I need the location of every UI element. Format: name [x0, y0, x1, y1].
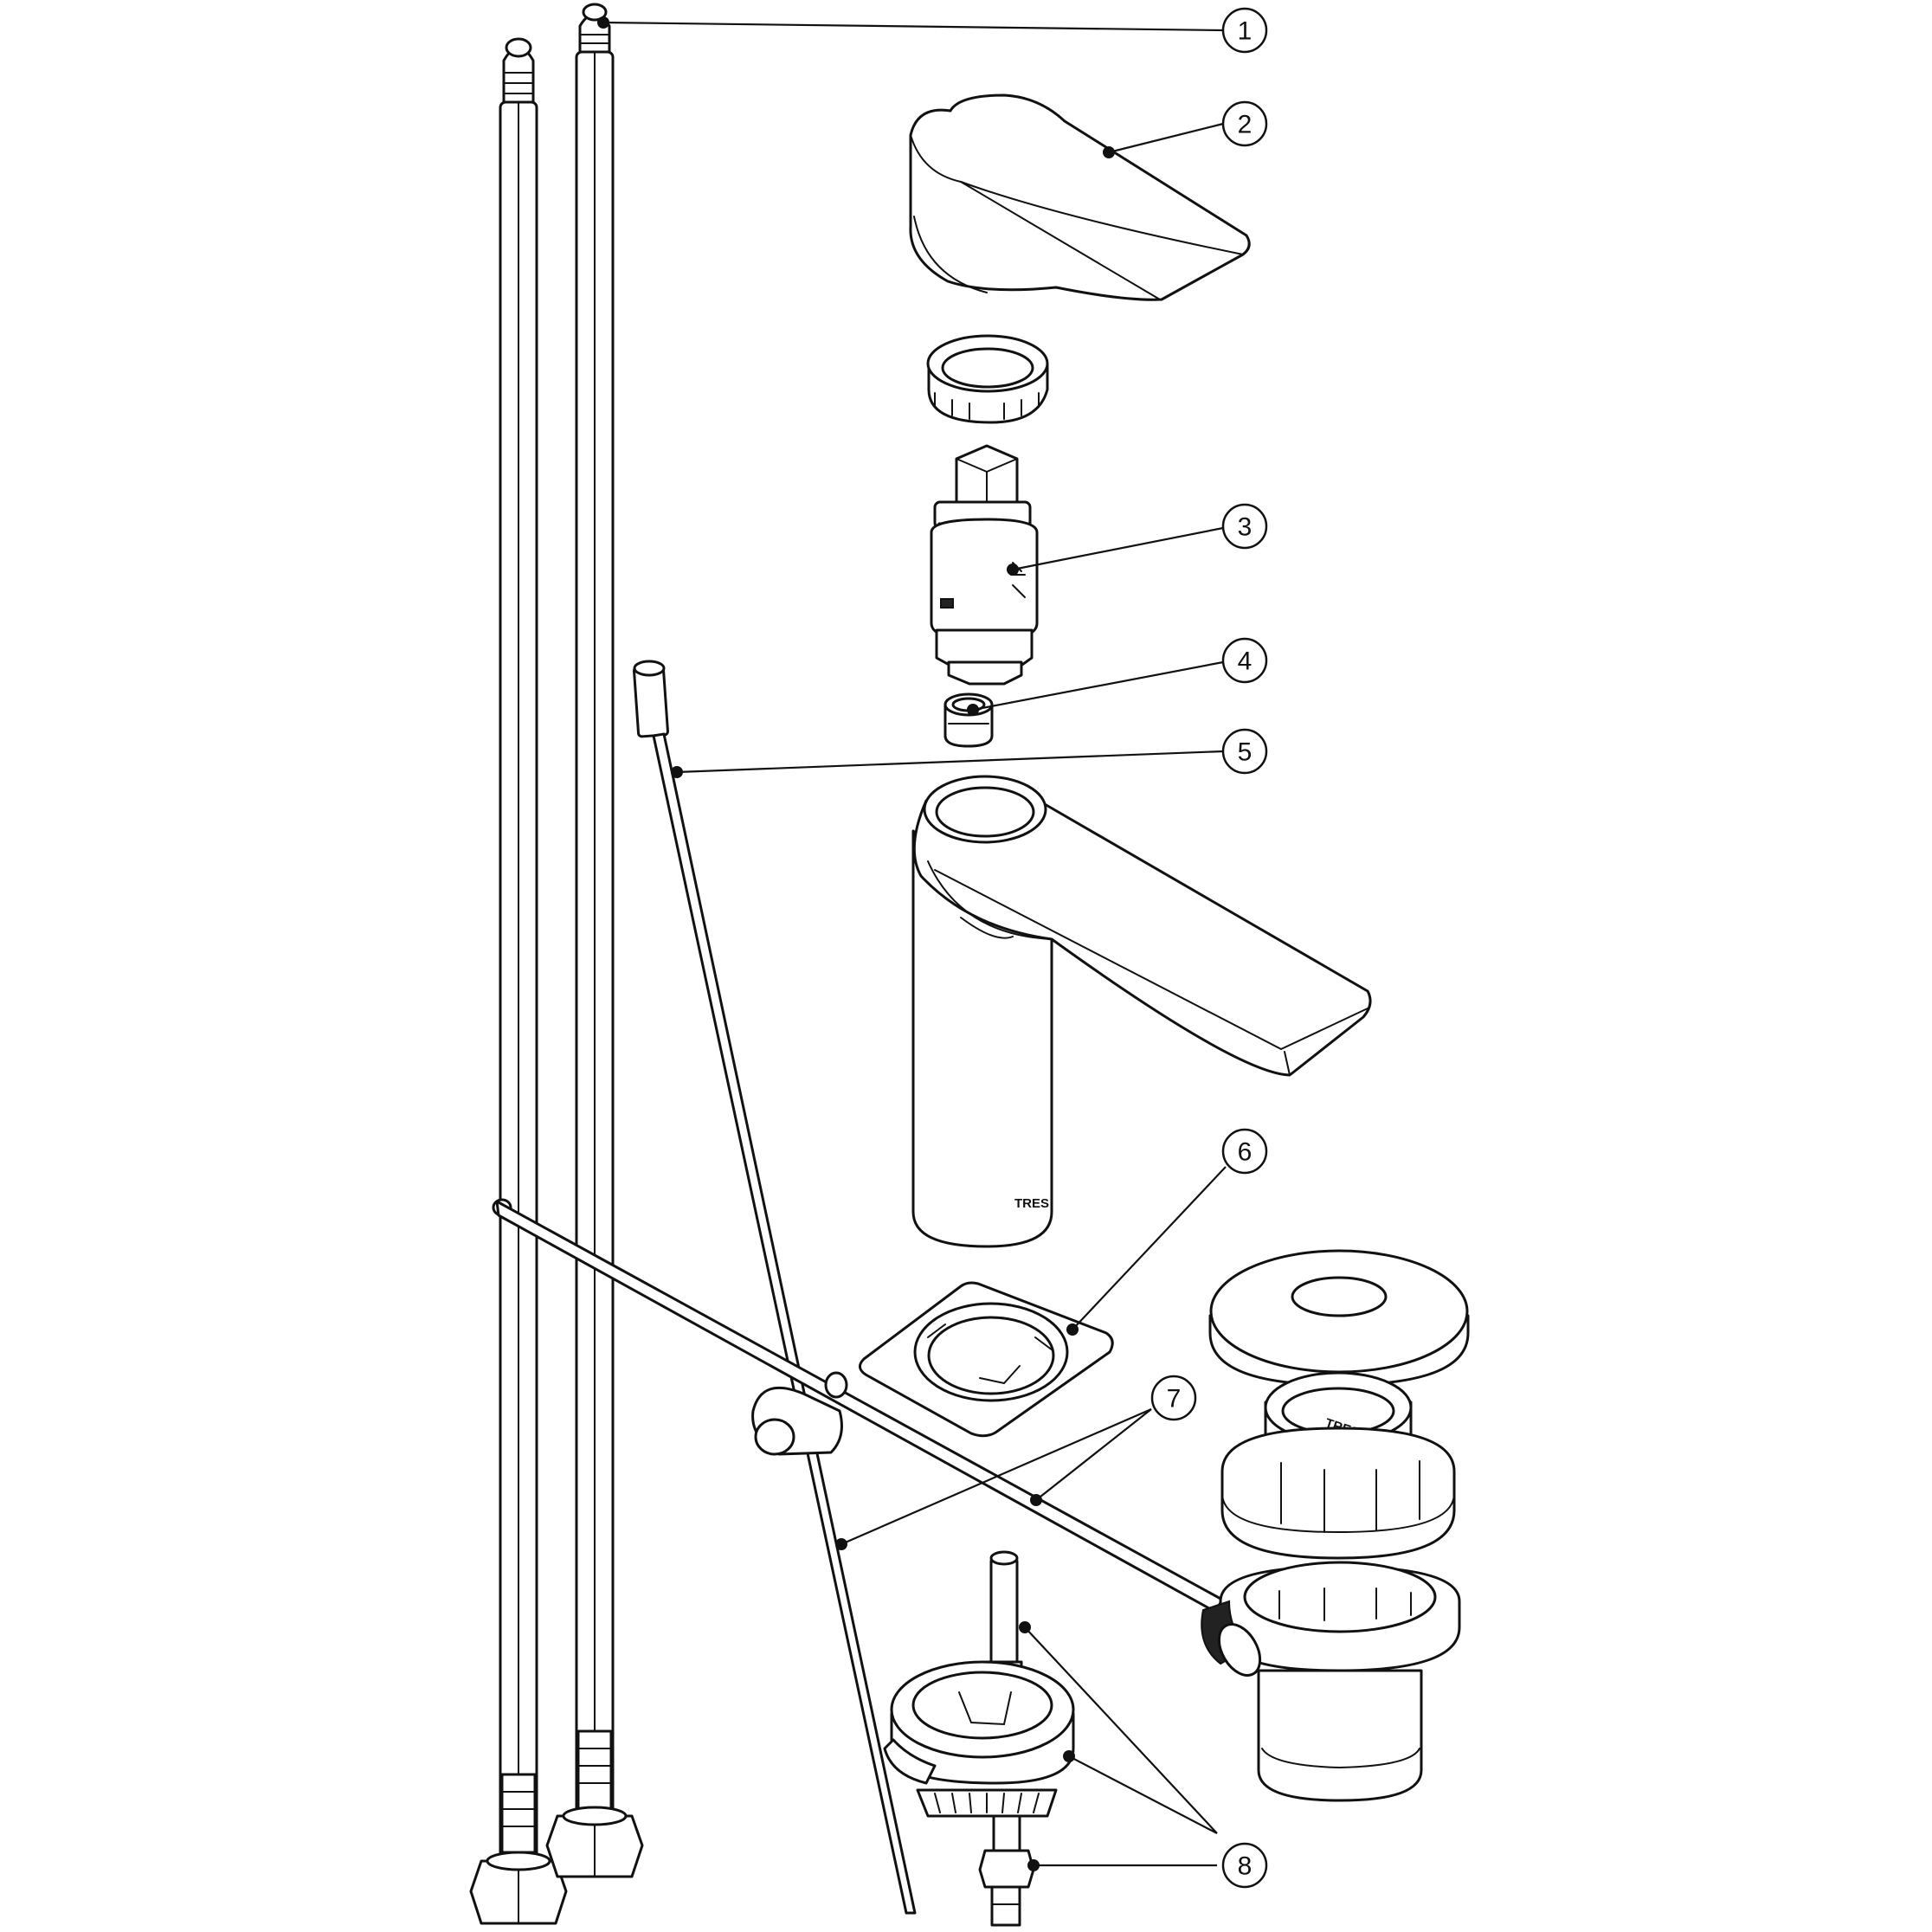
base-plate	[859, 1281, 1114, 1438]
body-brand-marking: TRES	[1014, 1196, 1049, 1211]
callout-7: 7	[1150, 1375, 1197, 1421]
callout-1: 1	[1221, 7, 1268, 54]
svg-text:6: 6	[1238, 1138, 1253, 1167]
callout-8: 8	[1221, 1842, 1268, 1889]
callout-5: 5	[1221, 728, 1268, 775]
flexible-hose-right	[545, 3, 644, 1878]
svg-text:8: 8	[1238, 1852, 1253, 1881]
leader-dots	[597, 16, 1115, 1871]
svg-text:4: 4	[1238, 647, 1253, 676]
svg-text:5: 5	[1238, 738, 1253, 767]
small-ring	[943, 692, 994, 748]
leader-lines	[602, 21, 1227, 1867]
drain-body	[1201, 1561, 1461, 1802]
callout-4: 4	[1221, 637, 1268, 684]
svg-text:1: 1	[1238, 17, 1253, 46]
svg-text:2: 2	[1238, 111, 1253, 139]
bonnet-nut	[926, 334, 1049, 424]
callout-2: 2	[1221, 100, 1268, 147]
linkage-fitting	[978, 1814, 1035, 1927]
handle-lever	[909, 93, 1251, 301]
callout-6: 6	[1221, 1128, 1268, 1175]
svg-text:7: 7	[1167, 1385, 1182, 1414]
drain-upper: TRES	[1220, 1371, 1456, 1560]
drain-cap	[1208, 1249, 1470, 1387]
cross-rod	[492, 1198, 1224, 1613]
callout-3: 3	[1221, 503, 1268, 550]
pull-rod	[633, 660, 917, 1915]
mixer-body: TRES	[911, 775, 1372, 1248]
linkage-collar	[883, 1660, 1075, 1818]
cartridge	[930, 444, 1039, 686]
svg-text:3: 3	[1238, 513, 1253, 542]
flexible-hose-left	[469, 37, 568, 1925]
